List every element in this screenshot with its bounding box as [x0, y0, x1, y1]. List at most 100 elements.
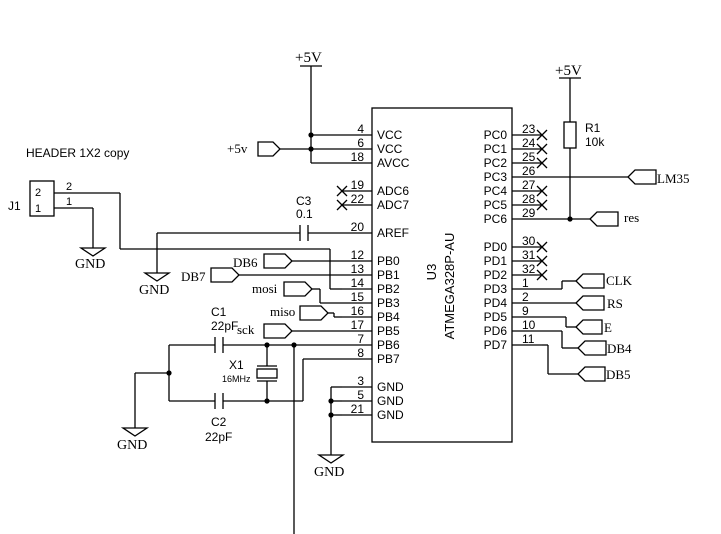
pin-name: PB0	[377, 254, 400, 268]
pin-number: 16	[351, 304, 365, 318]
pin-name: PC3	[484, 170, 508, 184]
c1-ref: C1	[211, 305, 227, 319]
pin-name: PC4	[484, 184, 508, 198]
pin-number: 8	[357, 346, 364, 360]
pin-name: PD5	[484, 310, 508, 324]
c2-value: 22pF	[205, 430, 232, 444]
pin-number: 30	[522, 234, 536, 248]
net-label: miso	[270, 304, 295, 319]
header-pin-number: 2	[66, 181, 72, 193]
net-db7: DB7	[181, 267, 342, 284]
power-label: +5v	[227, 141, 248, 156]
pin-name: VCC	[377, 128, 403, 142]
r1-ref: R1	[585, 121, 601, 135]
net-label: sck	[237, 322, 255, 337]
chip-ref: U3	[424, 264, 439, 281]
pin-name: GND	[377, 394, 404, 408]
net-label: res	[624, 210, 639, 225]
pin-name: GND	[377, 408, 404, 422]
pin-number: 12	[351, 248, 365, 262]
net-lm35: LM35	[542, 169, 690, 186]
vcc-in-flag: +5v	[227, 141, 281, 157]
pin-name: PB5	[377, 324, 400, 338]
net-db5: DB5	[542, 344, 631, 382]
header-pin-number: 1	[66, 196, 72, 208]
gnd-label: GND	[139, 283, 169, 298]
x1-ref: X1	[229, 358, 244, 372]
pin-number: 5	[357, 388, 364, 402]
pin-name: PB3	[377, 296, 400, 310]
gnd-pins: GND	[314, 386, 346, 480]
pin-name: AVCC	[377, 156, 410, 170]
net-mosi: mosi	[252, 281, 342, 304]
pin-name: ADC6	[377, 184, 409, 198]
net-label: DB6	[233, 255, 258, 270]
right-pin-names: PC0 PC1 PC2 PC3 PC4 PC5 PC6 PD0 PD1 PD2 …	[484, 128, 508, 352]
pin-number: 21	[351, 402, 365, 416]
pin-name: PB1	[377, 268, 400, 282]
r1-value: 10k	[585, 135, 605, 149]
pin-number: 3	[357, 374, 364, 388]
pin-name: PB2	[377, 282, 400, 296]
pin-name: PC2	[484, 156, 508, 170]
net-db6: DB6	[233, 253, 342, 270]
net-label: DB5	[606, 367, 631, 382]
left-pin-stubs	[342, 134, 372, 416]
net-label: DB4	[607, 341, 632, 356]
net-label: CLK	[606, 273, 633, 288]
right-pin-stubs	[512, 134, 542, 346]
net-label: mosi	[252, 281, 278, 296]
power-top: +5V	[280, 50, 342, 164]
left-pin-numbers: 4 6 18 19 22 20 12 13 14 15 16 17 7 8 3 …	[351, 122, 365, 416]
pin-number: 31	[522, 248, 536, 262]
pin-name: PD3	[484, 282, 508, 296]
header-pin-label: 2	[35, 187, 41, 199]
pin-number: 24	[522, 136, 536, 150]
pin-name: PD7	[484, 338, 508, 352]
pin-name: PD2	[484, 268, 508, 282]
cap-c3: C3 0.1 GND	[139, 194, 342, 298]
net-label: LM35	[657, 171, 690, 186]
pin-name: PB7	[377, 352, 400, 366]
x1-value: 16MHz	[222, 374, 251, 384]
gnd-label: GND	[117, 438, 147, 453]
pin-number: 4	[357, 122, 364, 136]
pin-number: 1	[522, 276, 529, 290]
power-label: +5V	[555, 63, 582, 79]
pin-name: PD6	[484, 324, 508, 338]
pin-number: 2	[522, 290, 529, 304]
header-title: HEADER 1X2 copy	[26, 146, 129, 160]
net-clk: CLK	[542, 273, 633, 290]
net-miso: miso	[270, 304, 342, 321]
gnd-label: GND	[314, 465, 344, 480]
net-rs: RS	[542, 295, 623, 311]
pin-name: PD1	[484, 254, 508, 268]
pin-number: 23	[522, 122, 536, 136]
pin-name: PD4	[484, 296, 508, 310]
right-pin-numbers: 23 24 25 26 27 28 29 30 31 32 1 2 9 10 1…	[522, 122, 536, 346]
pin-name: PC5	[484, 198, 508, 212]
pin-name: PC0	[484, 128, 508, 142]
net-sck: sck	[237, 322, 342, 339]
pin-name: PB4	[377, 310, 400, 324]
header-ref: J1	[8, 199, 21, 213]
resistor-r1: +5V R1 10k	[542, 63, 605, 222]
pin-number: 9	[522, 304, 529, 318]
c3-ref: C3	[296, 194, 312, 208]
pin-name: GND	[377, 380, 404, 394]
pin-number: 14	[351, 276, 365, 290]
power-label: +5V	[295, 50, 322, 66]
pin-name: PC6	[484, 212, 508, 226]
pin-number: 32	[522, 262, 536, 276]
pin-name: PC1	[484, 142, 508, 156]
pin-name: PD0	[484, 240, 508, 254]
c1-value: 22pF	[211, 319, 238, 333]
left-pin-names: VCC VCC AVCC ADC6 ADC7 AREF PB0 PB1 PB2 …	[377, 128, 410, 422]
header-j1: HEADER 1X2 copy J1 2 1 2 1 GND	[8, 146, 342, 290]
pin-number: 18	[351, 150, 365, 164]
net-res: res	[589, 210, 639, 227]
pin-number: 13	[351, 262, 365, 276]
pin-number: 20	[351, 220, 365, 234]
gnd-label: GND	[75, 257, 105, 272]
pin-name: AREF	[377, 226, 409, 240]
